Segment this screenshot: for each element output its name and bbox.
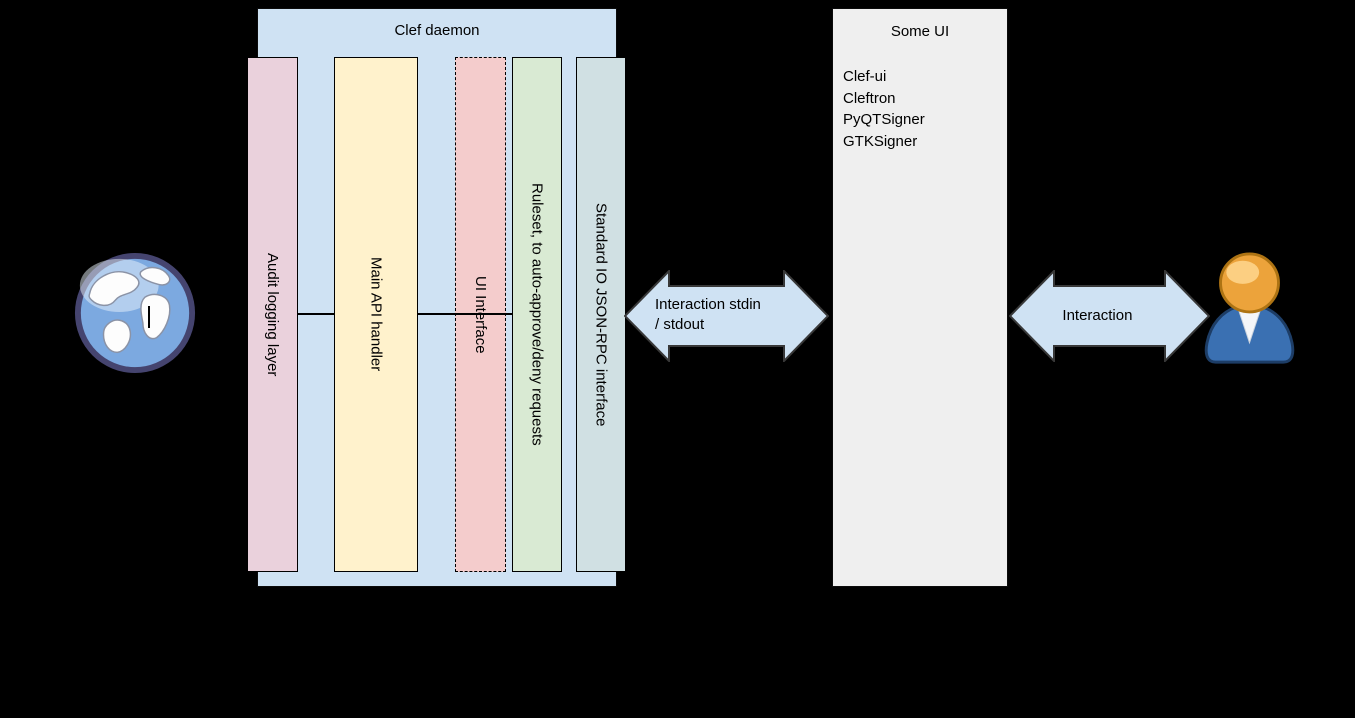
audit-logging-layer-label: Audit logging layer: [264, 252, 281, 377]
user-icon: [1204, 252, 1295, 364]
interaction-stdio-label: Interaction stdin / stdout: [655, 295, 761, 335]
stdio-jsonrpc-bar: Standard IO JSON-RPC interface: [576, 57, 626, 572]
main-api-handler-label: Main API handler: [367, 257, 385, 372]
some-ui-item: PyQTSigner: [843, 111, 925, 129]
main-api-handler-bar: Main API handler: [334, 57, 418, 572]
interaction-stdio-arrow-shape: [624, 270, 829, 362]
clef-daemon-title: Clef daemon: [394, 22, 480, 39]
interaction-stdio-arrow: Interaction stdin / stdout: [624, 270, 829, 362]
interaction-arrow: Interaction: [1009, 270, 1210, 362]
interaction-arrow-shape: [1009, 270, 1210, 362]
interaction-stdio-label-line1: Interaction stdin: [655, 296, 761, 313]
clef-daemon-box: Clef daemon: [257, 8, 617, 587]
stdio-jsonrpc-label: Standard IO JSON-RPC interface: [592, 202, 610, 427]
interaction-label: Interaction: [1062, 307, 1133, 324]
some-ui-item: Cleftron: [843, 89, 896, 107]
connector-stub: [148, 306, 150, 328]
ruleset-label: Ruleset, to auto-approve/deny requests: [528, 183, 546, 446]
some-ui-list: Clef-ui Cleftron PyQTSigner GTKSigner: [843, 66, 925, 153]
some-ui-title: Some UI: [890, 23, 950, 40]
connector-api-to-ruleset: [418, 313, 512, 315]
connector-audit-to-api: [297, 313, 334, 315]
some-ui-item: Clef-ui: [843, 68, 887, 85]
some-ui-item: GTKSigner: [843, 133, 918, 151]
interaction-stdio-label-line2: / stdout: [655, 316, 705, 333]
ruleset-bar: Ruleset, to auto-approve/deny requests: [512, 57, 562, 572]
some-ui-box: Some UI Clef-ui Cleftron PyQTSigner GTKS…: [832, 8, 1008, 587]
audit-logging-layer-bar: Audit logging layer: [247, 57, 298, 572]
globe-icon: [74, 252, 196, 374]
